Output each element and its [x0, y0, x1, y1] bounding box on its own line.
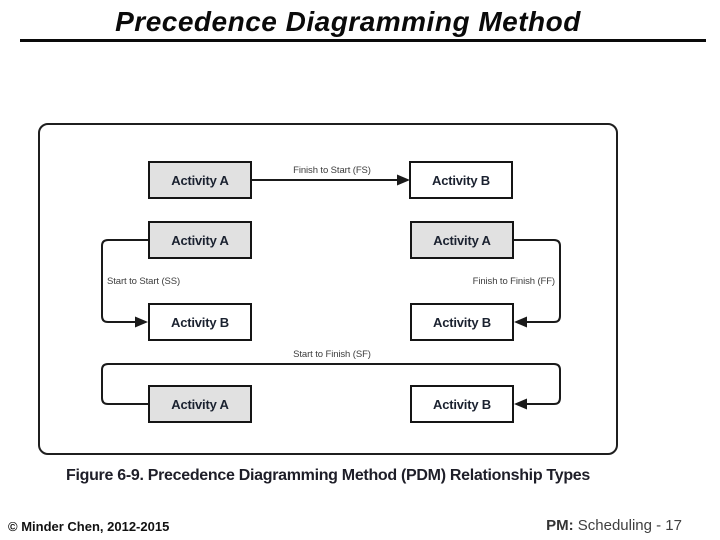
box-label: Activity B — [433, 396, 491, 412]
box-ss-activity-a: Activity A — [148, 221, 252, 259]
box-sf-activity-a: Activity A — [148, 385, 252, 423]
ff-arrowhead — [514, 316, 527, 328]
footer-pm-prefix: PM: — [546, 517, 574, 534]
box-ss-activity-b: Activity B — [148, 303, 252, 341]
box-ff-activity-a: Activity A — [410, 221, 514, 259]
fs-arrowhead — [397, 174, 410, 186]
relationship-label-ff: Finish to Finish (FF) — [472, 276, 555, 287]
box-label: Activity A — [171, 396, 229, 412]
box-ff-activity-b: Activity B — [410, 303, 514, 341]
box-fs-activity-b: Activity B — [409, 161, 513, 199]
footer-copyright: © Minder Chen, 2012-2015 — [8, 519, 170, 534]
relationship-label-fs: Finish to Start (FS) — [293, 165, 371, 176]
sf-arrowhead — [514, 398, 527, 410]
figure-caption: Figure 6-9. Precedence Diagramming Metho… — [65, 467, 590, 484]
relationship-label-ss: Start to Start (SS) — [107, 276, 181, 287]
title-underline — [20, 39, 706, 42]
box-label: Activity B — [432, 172, 490, 188]
box-fs-activity-a: Activity A — [148, 161, 252, 199]
footer-page-text: Scheduling - 17 — [577, 517, 682, 534]
relationship-label-sf: Start to Finish (SF) — [293, 349, 371, 360]
box-sf-activity-b: Activity B — [410, 385, 514, 423]
box-label: Activity A — [171, 172, 229, 188]
ss-arrowhead — [135, 316, 148, 328]
box-label: Activity B — [171, 314, 229, 330]
box-label: Activity A — [171, 232, 229, 248]
sf-connector-line — [101, 363, 561, 405]
footer-page-label: PM: Scheduling - 17 — [546, 517, 682, 534]
ff-connector-line — [514, 239, 561, 323]
box-label: Activity A — [433, 232, 491, 248]
page-title: Precedence Diagramming Method — [115, 6, 581, 37]
connector-svg — [101, 174, 561, 410]
box-label: Activity B — [433, 314, 491, 330]
pdm-diagram-panel: Activity A Activity B Activity A Activit… — [38, 123, 618, 455]
ss-connector-line — [101, 239, 148, 323]
